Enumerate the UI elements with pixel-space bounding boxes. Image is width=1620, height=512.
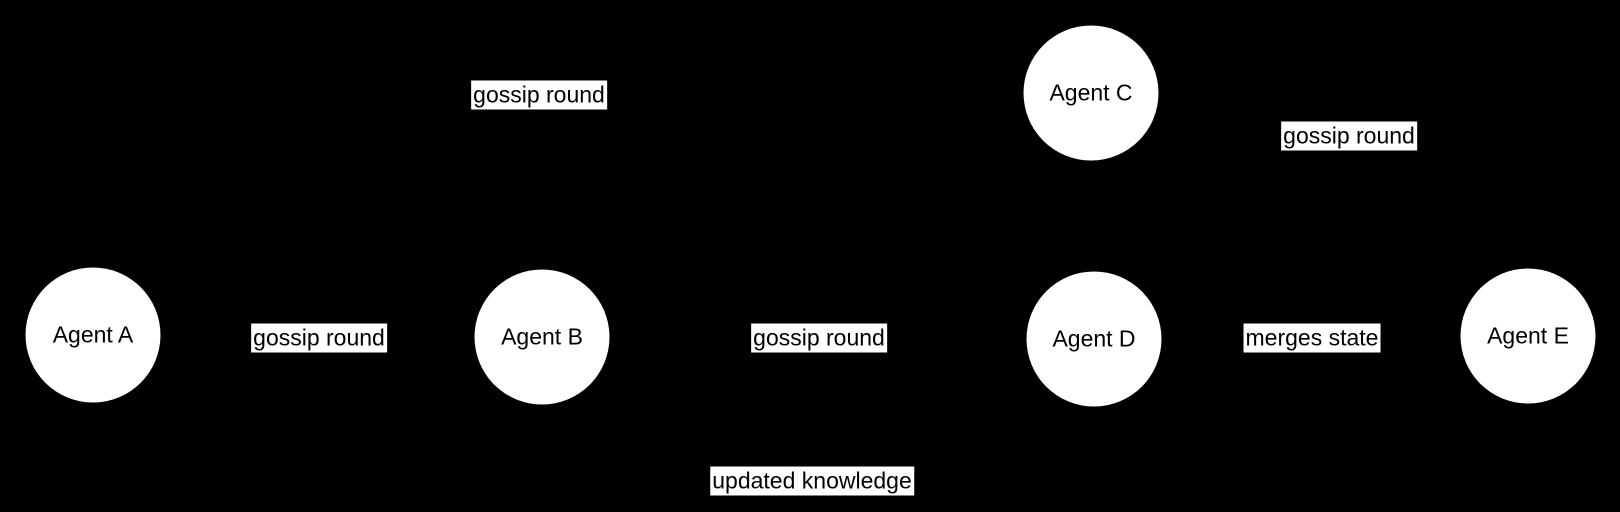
node-agent-c: Agent C — [1023, 25, 1159, 161]
node-agent-a: Agent A — [25, 267, 161, 403]
node-agent-b: Agent B — [474, 269, 610, 405]
edge-label-gossip-round-b-d: gossip round — [751, 323, 887, 353]
node-agent-d: Agent D — [1026, 271, 1162, 407]
edge-label-gossip-round-top: gossip round — [471, 80, 607, 110]
edge-label-gossip-round-a-b: gossip round — [251, 323, 387, 353]
edge-label-merges-state: merges state — [1243, 323, 1381, 353]
edge-label-gossip-round-c-e: gossip round — [1281, 121, 1417, 151]
edge-label-updated-knowledge: updated knowledge — [710, 466, 914, 496]
node-agent-e: Agent E — [1460, 268, 1596, 404]
